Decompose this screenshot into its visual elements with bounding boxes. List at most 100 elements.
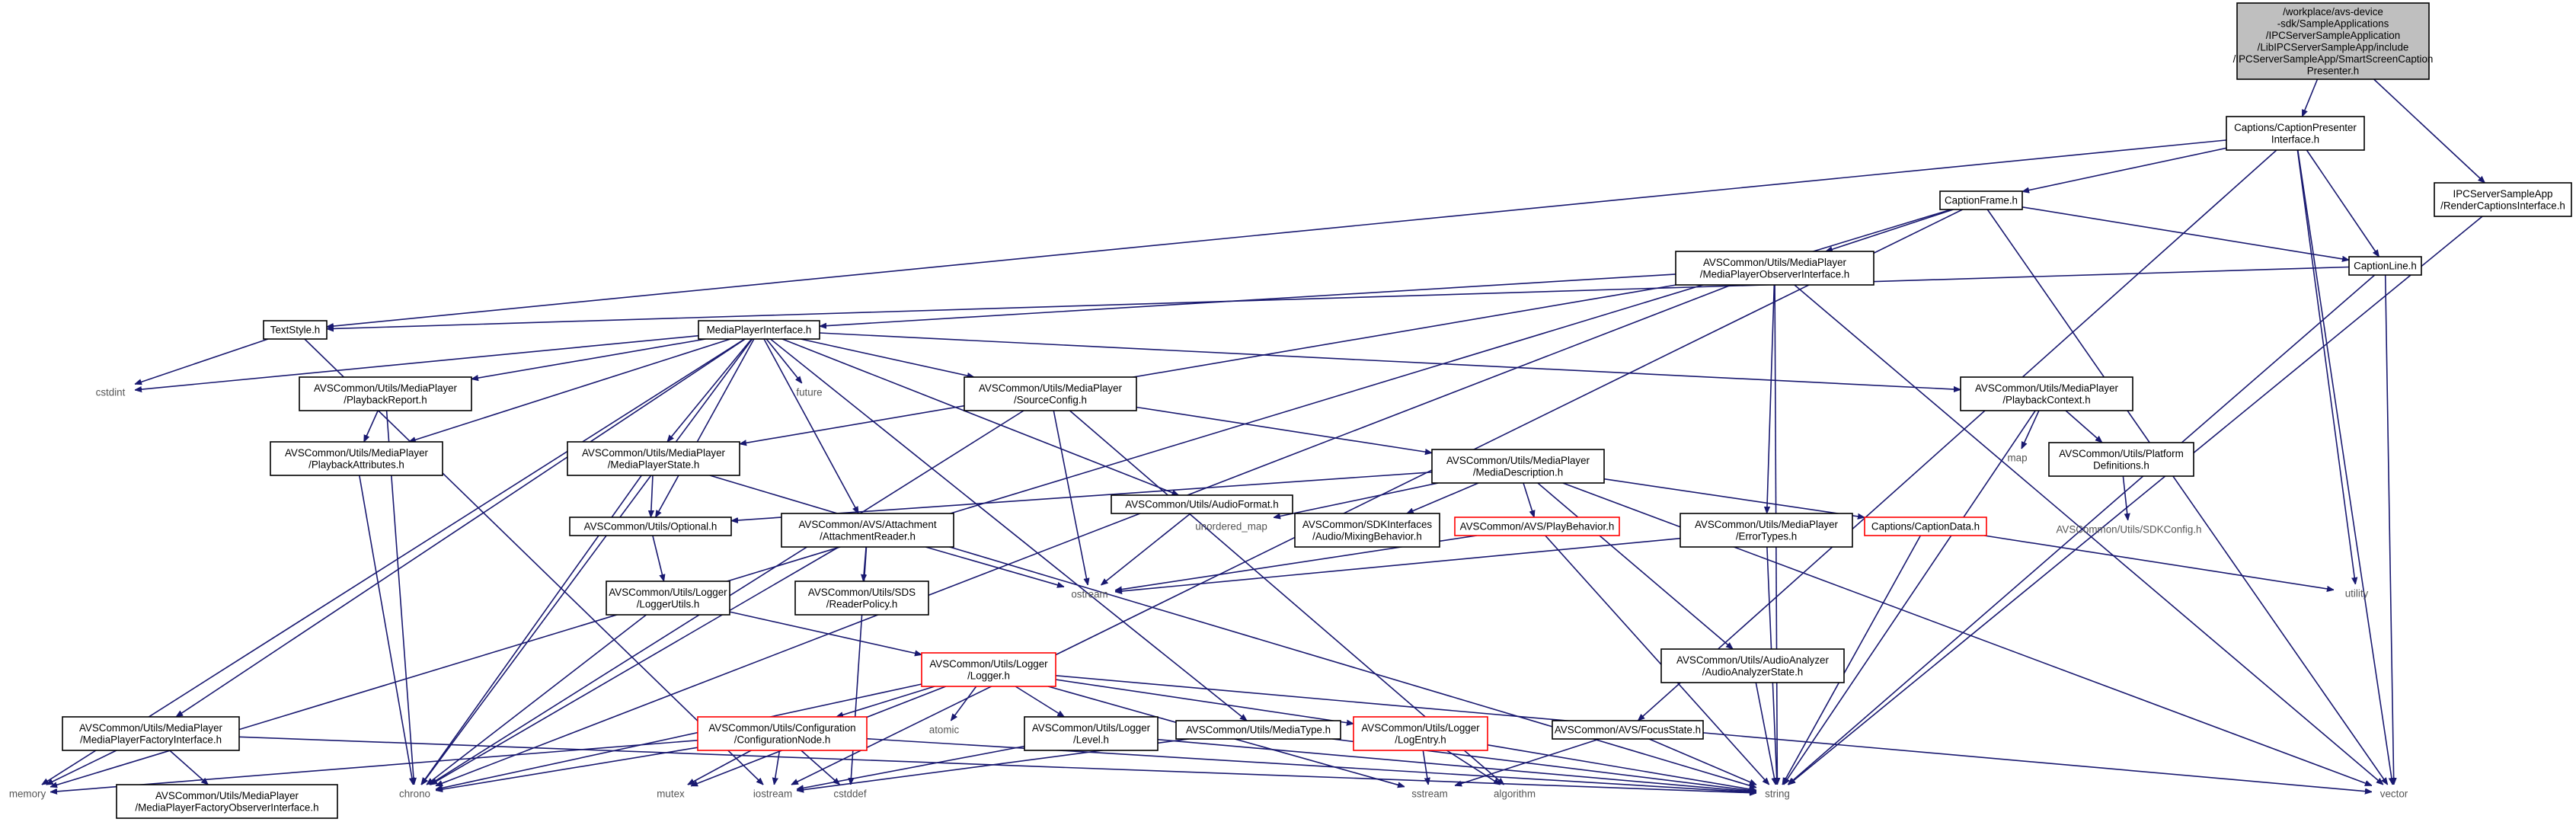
edge-mpoi-to-vector	[1794, 284, 2383, 785]
edge-cpi-to-cf	[2022, 147, 2227, 191]
header-node-avscommon-avs-focusstate-h[interactable]: AVSCommon/AVS/FocusState.h	[1552, 720, 1704, 740]
node-label-line: /LoggerUtils.h	[637, 598, 700, 609]
node-label-line: AVSCommon/Utils/Logger	[609, 587, 727, 598]
header-node-avscommon-utils-logger-level-h[interactable]: AVSCommon/Utils/Logger/Level.h	[1024, 716, 1159, 751]
node-label-line: /PlaybackReport.h	[344, 394, 427, 405]
edge-mpi-to-mt	[769, 338, 1248, 721]
header-node-ipcserversampleapp-rendercaptionsinterface-h[interactable]: IPCServerSampleApp/RenderCaptionsInterfa…	[2434, 182, 2572, 217]
header-node-avscommon-utils-mediaplayer-playbackcontext-h[interactable]: AVSCommon/Utils/MediaPlayer/PlaybackCont…	[1960, 376, 2133, 411]
edge-mpi-to-af	[781, 338, 1179, 496]
node-label-line: /MediaPlayerObserverInterface.h	[1700, 268, 1850, 280]
header-node-map: map	[2007, 453, 2027, 464]
node-box	[606, 581, 730, 616]
header-node-captionframe-h[interactable]: CaptionFrame.h	[1939, 190, 2023, 210]
header-node-avscommon-utils-mediatype-h[interactable]: AVSCommon/Utils/MediaType.h	[1175, 720, 1341, 740]
node-box	[1864, 517, 1987, 536]
node-label-line: Interface.h	[2271, 133, 2319, 145]
header-node-avscommon-utils-logger-loggerutils-h[interactable]: AVSCommon/Utils/Logger/LoggerUtils.h	[606, 581, 730, 616]
edge-cn-to-chrono	[436, 747, 698, 790]
edge-md-to-cd	[1603, 478, 1865, 518]
header-node-workplace-avs-device-sdk-sampleapplications-ipcserversampleapplication-libipcserversampleapp-include-ipcserversampleapp-smartscreencaptionpresenter-h[interactable]: /workplace/avs-device-sdk/SampleApplicat…	[2233, 2, 2434, 80]
edge-sc-to-ostream	[1053, 410, 1088, 585]
edge-ts-to-cstdint	[135, 338, 269, 384]
node-label-line: /SourceConfig.h	[1014, 394, 1087, 405]
edge-mps-to-opt	[651, 475, 654, 517]
header-node-captionline-h[interactable]: CaptionLine.h	[2348, 256, 2422, 276]
edge-logger-to-vector	[1055, 675, 2372, 792]
edge-pc-to-map	[2021, 410, 2040, 449]
edge-fs-to-sstream	[1455, 738, 1600, 785]
node-label-line: AVSCommon/Utils/Optional.h	[584, 521, 718, 533]
edge-md-to-umap	[1274, 482, 1439, 517]
header-node-textstyle-h[interactable]: TextStyle.h	[263, 320, 328, 340]
node-label-line: AVSCommon/AVS/Attachment	[798, 519, 936, 530]
header-node-future: future	[796, 387, 822, 398]
node-label-line: cstdint	[96, 387, 126, 398]
edge-logger-to-le	[1055, 679, 1354, 724]
node-box	[1552, 720, 1704, 740]
header-node-avscommon-utils-mediaplayer-errortypes-h[interactable]: AVSCommon/Utils/MediaPlayer/ErrorTypes.h	[1680, 513, 1853, 548]
header-node-avscommon-utils-logger-logentry-h[interactable]: AVSCommon/Utils/Logger/LogEntry.h	[1353, 716, 1488, 751]
header-node-mediaplayerinterface-h[interactable]: MediaPlayerInterface.h	[698, 320, 820, 340]
node-label-line: -sdk/SampleApplications	[2277, 18, 2389, 29]
edge-logger-to-cn	[836, 686, 935, 717]
header-node-mutex: mutex	[657, 788, 685, 800]
header-node-avscommon-utils-audioformat-h[interactable]: AVSCommon/Utils/AudioFormat.h	[1111, 494, 1293, 514]
edge-mpoi-to-chrono	[436, 284, 1732, 787]
edge-ts-to-iostream	[304, 338, 763, 785]
header-node-atomic: atomic	[929, 724, 960, 736]
header-node-avscommon-utils-sds-readerpolicy-h[interactable]: AVSCommon/Utils/SDS/ReaderPolicy.h	[794, 581, 929, 616]
header-node-avscommon-utils-mediaplayer-mediaplayerobserverinterface-h[interactable]: AVSCommon/Utils/MediaPlayer/MediaPlayerO…	[1675, 251, 1874, 286]
edge-mpi-to-ar	[763, 338, 859, 513]
edge-lu-to-logger	[729, 611, 922, 654]
edge-cn-to-memory	[50, 740, 698, 792]
node-box	[2348, 256, 2422, 276]
node-label-line: /IPCServerSampleApp/SmartScreenCaption	[2233, 53, 2434, 65]
header-node-avscommon-utils-optional-h[interactable]: AVSCommon/Utils/Optional.h	[569, 517, 732, 536]
node-label-line: AVSCommon/Utils/MediaPlayer	[285, 447, 429, 459]
node-label-line: AVSCommon/Utils/MediaPlayer	[79, 722, 223, 734]
edge-pr-to-pa	[363, 410, 379, 442]
edge-cf-to-cl	[2021, 206, 2349, 261]
header-node-avscommon-utils-mediaplayer-playbackattributes-h[interactable]: AVSCommon/Utils/MediaPlayer/PlaybackAttr…	[270, 441, 443, 476]
header-node-avscommon-sdkinterfaces-audio-mixingbehavior-h[interactable]: AVSCommon/SDKInterfaces/Audio/MixingBeha…	[1294, 513, 1440, 548]
header-node-avscommon-utils-mediaplayer-mediaplayerfactoryobserverinterface-h[interactable]: AVSCommon/Utils/MediaPlayer/MediaPlayerF…	[116, 784, 338, 819]
header-node-avscommon-utils-mediaplayer-playbackreport-h[interactable]: AVSCommon/Utils/MediaPlayer/PlaybackRepo…	[299, 376, 472, 411]
node-box	[116, 784, 338, 819]
header-node-avscommon-utils-configuration-configurationnode-h[interactable]: AVSCommon/Utils/Configuration/Configurat…	[697, 716, 868, 751]
node-label-line: AVSCommon/SDKInterfaces	[1302, 519, 1432, 530]
header-node-avscommon-avs-attachment-attachmentreader-h[interactable]: AVSCommon/AVS/Attachment/AttachmentReade…	[781, 513, 954, 548]
header-node-avscommon-avs-playbehavior-h[interactable]: AVSCommon/AVS/PlayBehavior.h	[1454, 517, 1620, 536]
node-box	[1111, 494, 1293, 514]
edge-cl-to-ts	[327, 266, 2350, 329]
header-node-avscommon-utils-mediaplayer-mediaplayerfactoryinterface-h[interactable]: AVSCommon/Utils/MediaPlayer/MediaPlayerF…	[62, 716, 240, 751]
header-node-avscommon-utils-logger-logger-h[interactable]: AVSCommon/Utils/Logger/Logger.h	[921, 652, 1056, 687]
header-node-avscommon-utils-mediaplayer-sourceconfig-h[interactable]: AVSCommon/Utils/MediaPlayer/SourceConfig…	[964, 376, 1137, 411]
node-label-line: AVSCommon/Utils/MediaPlayer	[1695, 519, 1839, 530]
node-label-line: AVSCommon/Utils/MediaPlayer	[979, 382, 1123, 394]
edge-ar-to-ostream	[925, 546, 1064, 587]
node-box	[263, 320, 328, 340]
header-node-avscommon-utils-mediaplayer-mediaplayerstate-h[interactable]: AVSCommon/Utils/MediaPlayer/MediaPlayerS…	[567, 441, 740, 476]
node-label-line: AVSCommon/Utils/Logger	[1361, 722, 1480, 734]
node-label-line: /MediaPlayerFactoryInterface.h	[80, 734, 222, 745]
header-node-avscommon-utils-mediaplayer-mediadescription-h[interactable]: AVSCommon/Utils/MediaPlayer/MediaDescrip…	[1431, 449, 1605, 484]
header-node-avscommon-utils-audioanalyzer-audioanalyzerstate-h[interactable]: AVSCommon/Utils/AudioAnalyzer/AudioAnaly…	[1660, 648, 1845, 683]
node-label-line: /Logger.h	[967, 670, 1010, 681]
header-node-captions-captiondata-h[interactable]: Captions/CaptionData.h	[1864, 517, 1987, 536]
header-nodes: /workplace/avs-device-sdk/SampleApplicat…	[9, 2, 2572, 819]
node-label-line: /AttachmentReader.h	[820, 530, 916, 542]
edge-cd-to-string	[1782, 535, 1922, 785]
dependency-edges	[42, 78, 2485, 793]
edge-cpi-to-vector	[2297, 149, 2392, 785]
edge-le-to-sstream	[1422, 750, 1428, 785]
edge-cf-to-mpoi	[1826, 209, 1954, 251]
edge-cl-to-string	[1788, 274, 2376, 785]
node-label-line: atomic	[929, 724, 960, 736]
header-node-unordered-map: unordered_map	[1195, 521, 1267, 533]
node-box	[698, 320, 820, 340]
node-label-line: Presenter.h	[2307, 65, 2359, 76]
node-label-line: /LibIPCServerSampleApp/include	[2258, 41, 2409, 53]
